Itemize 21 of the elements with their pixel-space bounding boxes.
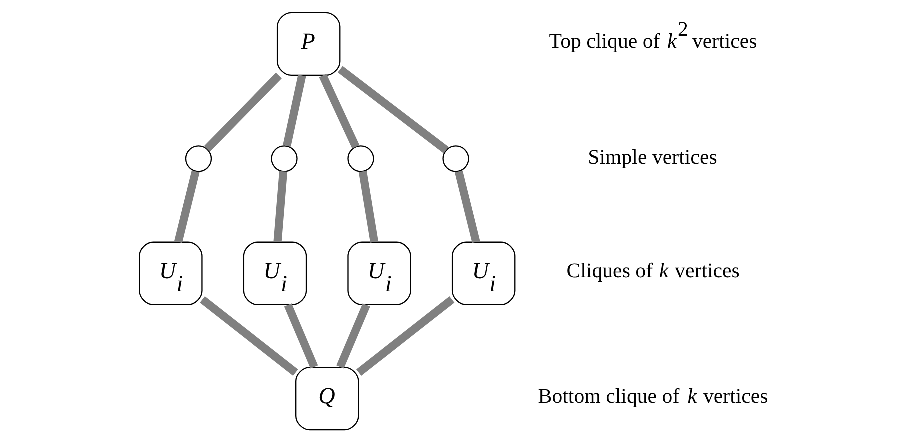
- connector: [284, 304, 318, 369]
- label: Simple vertices: [588, 145, 717, 170]
- connector: [204, 72, 282, 152]
- label: Cliques of k vertices: [566, 258, 740, 283]
- connector: [174, 170, 200, 244]
- connector: [454, 170, 480, 244]
- connector: [356, 296, 454, 376]
- node-circle: [442, 146, 469, 172]
- node-circle: [270, 146, 298, 172]
- connector: [273, 171, 288, 243]
- connector: [200, 296, 298, 376]
- connector: [318, 74, 360, 149]
- connector: [336, 304, 370, 369]
- node-box: Q: [295, 366, 359, 431]
- node-circle: [184, 146, 212, 172]
- label: Bottom clique of k vertices: [538, 384, 768, 408]
- connector: [282, 74, 306, 147]
- connector: [337, 66, 448, 154]
- connector: [358, 171, 378, 243]
- node-box: P: [276, 12, 340, 76]
- node-circle: [347, 146, 374, 172]
